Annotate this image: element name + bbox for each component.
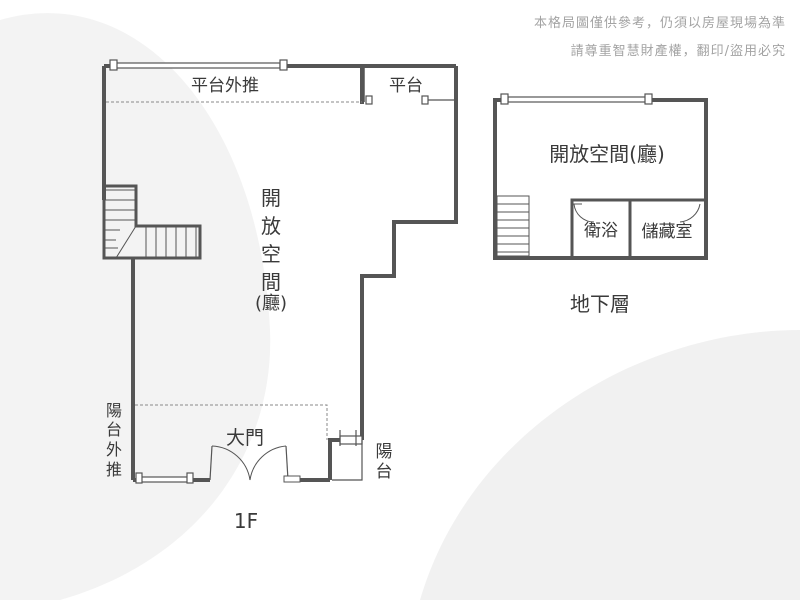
floor-label-1f: 1F — [234, 509, 258, 533]
label-platform-ext: 平台外推 — [191, 76, 259, 96]
label-storage: 儲藏室 — [642, 222, 693, 242]
wall-right — [360, 66, 458, 420]
label-balcony-ext-4: 推 — [106, 460, 122, 479]
label-balcony-2: 台 — [376, 462, 393, 482]
label-open-space-2: 放 — [261, 214, 281, 238]
label-balcony-ext-2: 台 — [106, 420, 122, 439]
label-open-space-4: 間 — [261, 270, 281, 294]
label-bathroom: 衛浴 — [584, 221, 618, 241]
floor-1f — [102, 59, 458, 484]
label-balcony-ext-3: 外 — [106, 440, 122, 459]
label-balcony-ext-1: 陽 — [106, 401, 122, 420]
label-platform: 平台 — [389, 76, 423, 96]
balcony-1f — [332, 430, 363, 481]
label-hall: (廳) — [255, 293, 287, 314]
copyright-notice-line2: 請尊重智慧財產權，翻印/盜用必究 — [570, 44, 786, 59]
floor-basement — [493, 93, 708, 260]
stairs-basement — [496, 195, 530, 257]
label-open-space-1: 開 — [261, 186, 281, 210]
floor-1f-labels: 平台外推 平台 開 放 空 間 (廳) 大門 陽 台 外 推 陽 台 1F — [106, 76, 423, 533]
label-open-space-3: 空 — [261, 242, 281, 266]
label-main-door: 大門 — [226, 427, 264, 449]
background-shapes — [0, 13, 800, 600]
stairs-1f — [102, 184, 202, 260]
label-basement-open-space: 開放空間(廳) — [549, 142, 665, 166]
label-balcony-1: 陽 — [376, 442, 393, 462]
copyright-notice-line1: 本格局圖僅供參考，仍須以房屋現場為準 — [533, 16, 786, 31]
floor-label-basement: 地下層 — [570, 292, 630, 316]
floor-basement-labels: 開放空間(廳) 衛浴 儲藏室 地下層 — [549, 142, 692, 316]
main-door — [209, 445, 301, 483]
